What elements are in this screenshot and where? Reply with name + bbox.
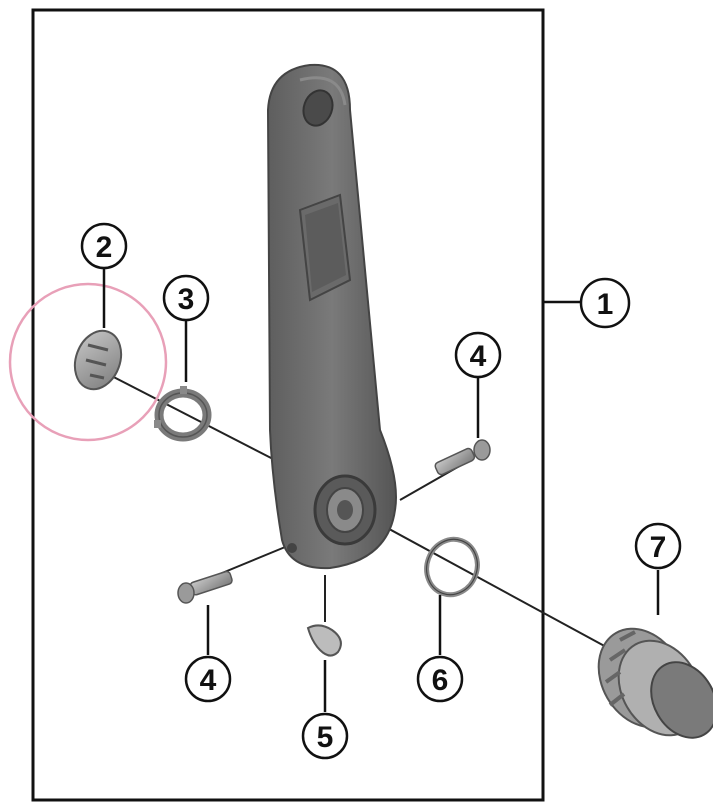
callout-4b: 4 (184, 655, 232, 703)
axis-line-cap (99, 369, 276, 461)
callout-6-label: 6 (432, 664, 449, 697)
callout-1-label: 1 (597, 288, 614, 321)
bolt-bottom (177, 570, 233, 604)
callout-4a-label: 4 (470, 340, 487, 373)
o-ring (424, 536, 480, 598)
callout-3-label: 3 (178, 283, 195, 316)
callout-5: 5 (301, 712, 349, 760)
callout-7: 7 (634, 522, 682, 570)
adjusting-nut (597, 627, 713, 739)
diagram-frame (31, 8, 545, 802)
bolt-top (434, 439, 491, 476)
callout-6: 6 (416, 655, 464, 703)
stopper-plate (306, 575, 342, 657)
callout-4a: 4 (454, 331, 502, 379)
callout-5-label: 5 (317, 721, 334, 754)
highlight-circle (8, 282, 168, 442)
callout-2-label: 2 (96, 231, 113, 264)
callout-2: 2 (80, 222, 128, 270)
callout-7-label: 7 (650, 531, 667, 564)
callout-4b-label: 4 (200, 664, 217, 697)
preload-ring (154, 386, 212, 442)
callout-1: 1 (579, 277, 631, 329)
callout-3: 3 (162, 274, 210, 322)
crank-arm (266, 63, 397, 570)
crank-cap (73, 329, 123, 391)
